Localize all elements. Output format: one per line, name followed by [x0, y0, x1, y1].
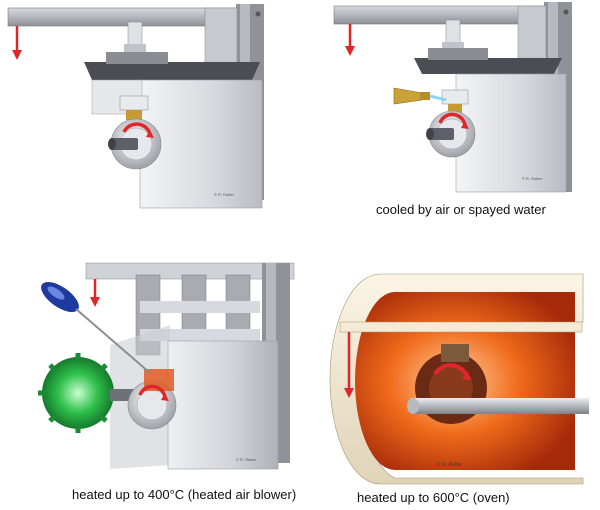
svg-text:© R. Rutter: © R. Rutter — [236, 457, 257, 462]
caption-heated-oven: heated up to 600°C (oven) — [357, 490, 510, 505]
oven-rig-illustration: © R. Rutter — [329, 273, 589, 485]
cooling-nozzle-icon — [393, 87, 447, 105]
panel-heated-blower: © R. Rutter heated up to 400°C (heate — [0, 255, 330, 510]
test-rig-illustration: © R. Rutter — [7, 4, 264, 209]
caption-heated-blower: heated up to 400°C (heated air blower) — [72, 487, 297, 502]
svg-text:© R. Rutter: © R. Rutter — [522, 176, 543, 181]
gear-icon — [38, 353, 118, 433]
caption-cooled: cooled by air or spayed water — [376, 202, 546, 217]
cooled-rig-illustration: © R. Rutter — [333, 2, 572, 193]
air-blower-icon — [41, 281, 151, 374]
rotation-arrow — [122, 122, 152, 135]
copyright-mark: © R. Rutter — [214, 192, 235, 197]
panel-heated-oven: © R. Rutter heated up to 600°C (oven) — [329, 270, 600, 510]
copyright-mark: © R. Rutter — [437, 461, 462, 468]
blower-rig-illustration: © R. Rutter — [38, 262, 295, 470]
panel-test-rig: © R. Rutter — [0, 0, 290, 230]
panel-cooled: © R. Rutter cooled by air or spayed wate… — [310, 0, 600, 230]
